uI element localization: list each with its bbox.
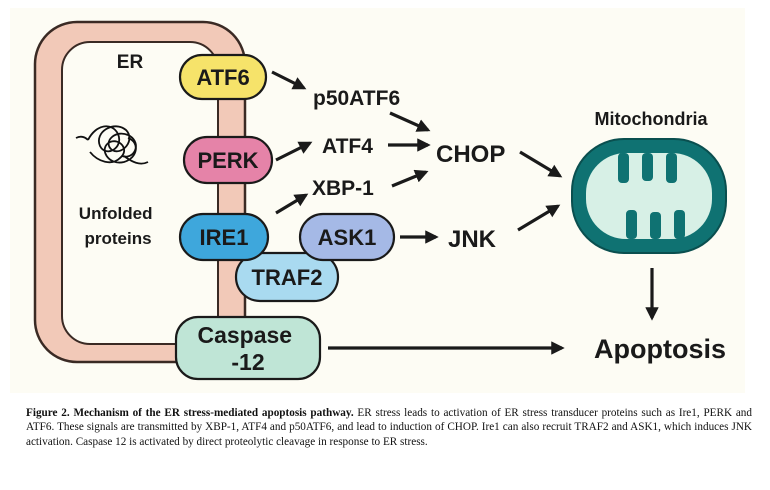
er-lumen [61, 41, 219, 345]
mitochondria-label: Mitochondria [595, 109, 709, 129]
ask1-pill [298, 212, 396, 262]
perk-pill [182, 135, 274, 185]
caspase12-box [174, 315, 322, 381]
atf6-label: ATF6 [196, 65, 249, 90]
p50atf6-label: p50ATF6 [313, 87, 400, 110]
ire1-pill [178, 212, 270, 262]
unfolded-line-1: Unfolded [79, 204, 153, 223]
figure-caption: Figure 2. Mechanism of the ER stress-med… [26, 406, 752, 449]
ask1-label: ASK1 [318, 225, 377, 250]
unfolded-proteins-label: Unfolded proteins [79, 204, 157, 248]
caspase12-line-2: -12 [231, 349, 264, 375]
caption-body: ER stress leads to activation of ER stre… [26, 407, 752, 448]
chop-label: CHOP [436, 141, 505, 168]
arrow-xbp1-chop [391, 169, 429, 188]
caspase12-label: Caspase -12 [197, 322, 298, 375]
arrow-atf6-p50atf6 [271, 70, 307, 90]
traf2-pill [234, 251, 340, 303]
atf6-pill [178, 53, 268, 101]
unfolded-line-2: proteins [84, 229, 151, 248]
mitochondria-icon [571, 138, 727, 254]
arrow-ire1-xbp1 [275, 193, 309, 215]
pathway-diagram: ER Unfolded proteins ATF6 PERK TRAF2 [33, 20, 727, 381]
arrow-p50atf6-chop [389, 111, 431, 132]
unfolded-protein-icon [75, 125, 149, 165]
arrows [271, 70, 659, 355]
arrow-jnk-mitochondria [517, 204, 561, 232]
traf2-node: TRAF2 [234, 251, 340, 303]
ire1-node: IRE1 [178, 212, 270, 262]
perk-node: PERK [182, 135, 274, 185]
caption-heading: Figure 2. Mechanism of the ER stress-med… [26, 407, 354, 419]
mitochondria-cristae [618, 153, 685, 239]
apoptosis-label: Apoptosis [594, 334, 726, 364]
jnk-label: JNK [448, 226, 497, 253]
caspase12-node: Caspase -12 [174, 315, 322, 381]
xbp1-label: XBP-1 [312, 177, 374, 200]
arrow-chop-mitochondria [519, 150, 563, 178]
caspase12-line-1: Caspase [197, 322, 292, 348]
ire1-label: IRE1 [200, 225, 249, 250]
traf2-label: TRAF2 [252, 265, 323, 290]
er-label: ER [117, 52, 144, 73]
atf4-label: ATF4 [322, 135, 373, 158]
arrow-perk-atf4 [275, 141, 313, 162]
perk-label: PERK [197, 148, 258, 173]
ask1-node: ASK1 [298, 212, 396, 262]
atf6-node: ATF6 [178, 53, 268, 101]
